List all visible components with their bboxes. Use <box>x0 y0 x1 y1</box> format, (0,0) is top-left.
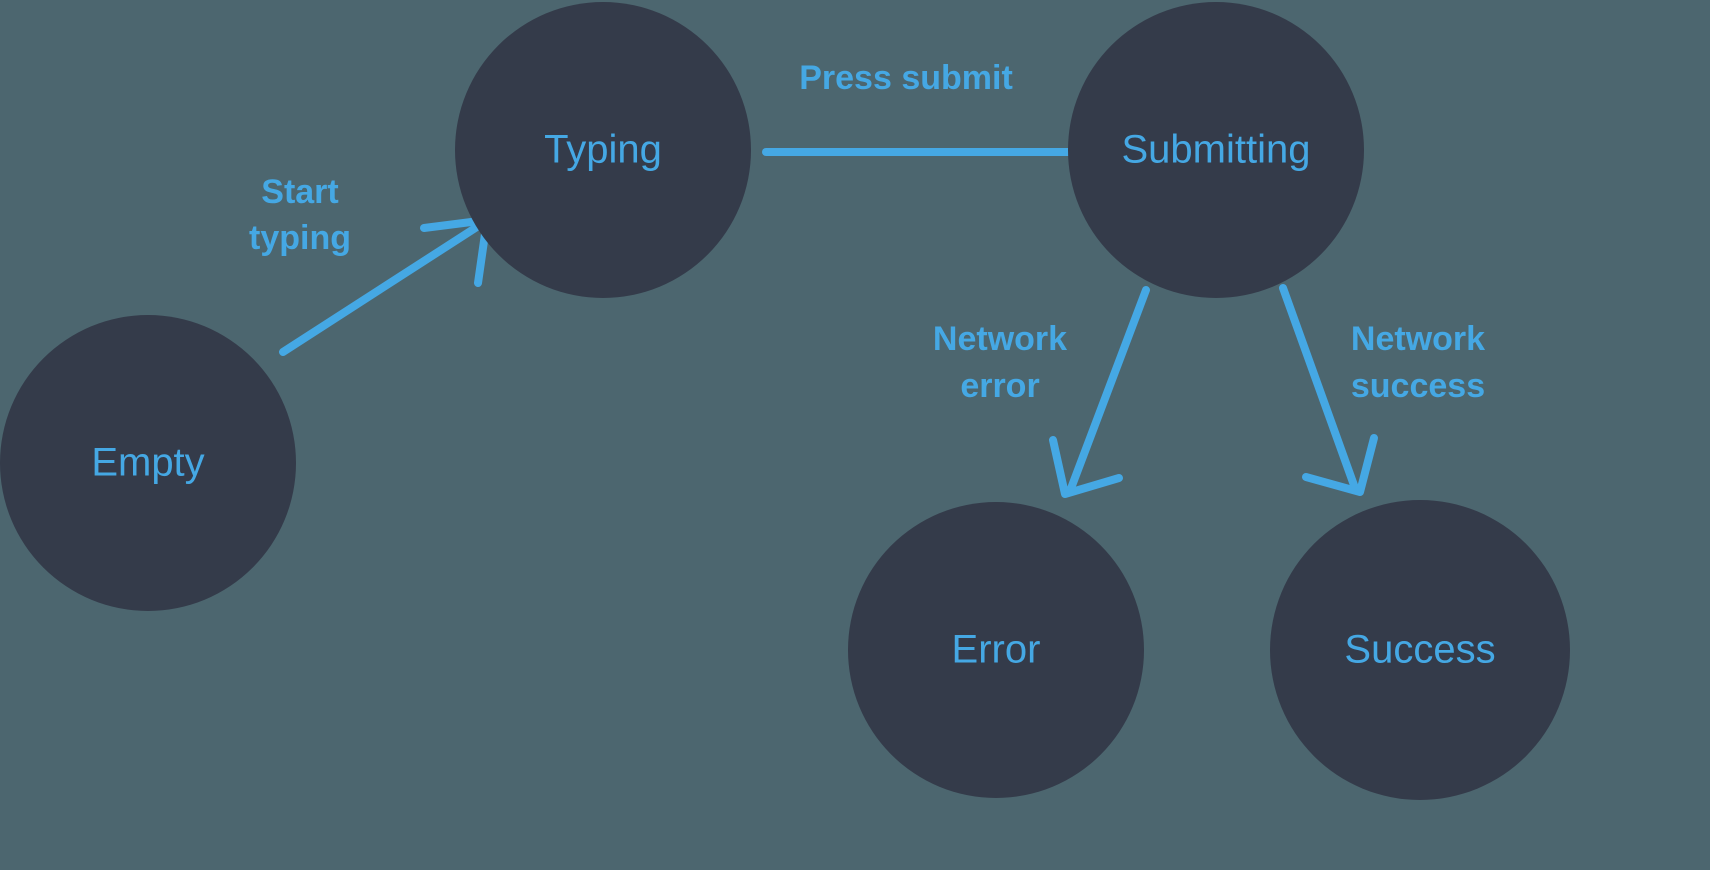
edge-start-typing-line <box>279 219 487 356</box>
edge-network-error-arrowhead <box>1049 436 1123 498</box>
node-error[interactable]: Error <box>848 502 1144 798</box>
edge-label-network-success-line1: Network <box>1351 320 1485 358</box>
node-submitting-circle <box>1068 2 1364 298</box>
edge-network-success[interactable] <box>1279 284 1378 496</box>
edge-label-start-typing-line1: Start <box>261 173 338 211</box>
edge-network-error-line <box>1066 286 1150 495</box>
node-error-label: Error <box>952 628 1041 672</box>
node-submitting[interactable]: Submitting <box>1068 2 1364 298</box>
node-success-circle <box>1270 500 1570 800</box>
edge-network-error[interactable] <box>1049 286 1150 498</box>
node-success[interactable]: Success <box>1270 500 1570 800</box>
edge-label-press-submit: Press submit <box>799 59 1013 97</box>
edge-network-success-arrowhead <box>1302 434 1378 496</box>
edge-label-start-typing-line2: typing <box>249 219 351 257</box>
node-typing-label: Typing <box>544 128 662 172</box>
node-error-circle <box>848 502 1144 798</box>
node-submitting-label: Submitting <box>1122 128 1311 172</box>
edge-label-network-success-line2: success <box>1351 367 1485 405</box>
edge-label-network-error-line1: Network <box>933 320 1067 358</box>
node-empty[interactable]: Empty <box>0 315 296 611</box>
edge-network-success-line <box>1279 284 1359 492</box>
node-typing-circle <box>455 2 751 298</box>
node-empty-circle <box>0 315 296 611</box>
node-typing[interactable]: Typing <box>455 2 751 298</box>
node-success-label: Success <box>1344 628 1495 672</box>
edge-label-network-error-line2: error <box>960 367 1039 405</box>
node-empty-label: Empty <box>91 441 204 485</box>
